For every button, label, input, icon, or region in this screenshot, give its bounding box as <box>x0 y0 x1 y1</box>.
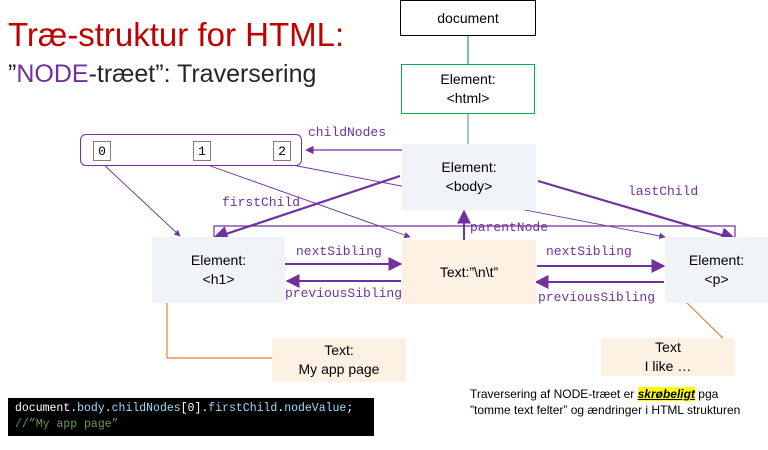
label-nextsibling-right: nextSibling <box>546 244 632 259</box>
h1-text-connector <box>166 303 272 359</box>
code-firstchild: firstChild <box>208 402 278 415</box>
code-document: document <box>15 402 71 415</box>
h1-text-type-label: Text: <box>324 342 354 359</box>
traversal-note: Traversering af NODE-træet er skrøbeligt… <box>470 386 760 418</box>
note-highlight: skrøbeligt <box>637 387 695 401</box>
code-body: body <box>77 402 105 415</box>
p-tag-label: <p> <box>704 271 729 287</box>
subtitle-quote: ” <box>8 60 17 88</box>
p-element-node: Element: <p> <box>665 237 768 303</box>
label-parentnode: parentNode <box>470 220 549 235</box>
subtitle-rest: -træet”: Traversering <box>88 60 317 88</box>
index1-arrow <box>201 162 411 239</box>
code-comment: //”My app page” <box>15 418 119 431</box>
slide-subtitle: ”NODE-træet”: Traversering <box>8 60 316 89</box>
childnodes-array <box>80 134 302 166</box>
note-before: Traversering af NODE-træet er <box>470 387 638 401</box>
code-snippet: document.body.childNodes[0].firstChild.n… <box>8 398 374 436</box>
index0-arrow <box>101 162 181 237</box>
body-tag-label: <body> <box>445 178 493 194</box>
html-element-node: Element: <html> <box>401 64 535 114</box>
sibling-bracket <box>213 225 736 237</box>
document-node: document <box>400 0 536 36</box>
h1-text-node: Text: My app page <box>272 338 406 382</box>
childnodes-index-2: 2 <box>273 141 291 161</box>
body-type-label: Element: <box>441 159 497 176</box>
label-lastchild: lastChild <box>628 184 699 199</box>
childnodes-index-1: 1 <box>193 141 211 161</box>
html-type-label: Element: <box>440 71 496 88</box>
code-index: [0] <box>180 402 202 415</box>
label-previoussibling-right: previousSibling <box>538 290 656 305</box>
h1-type-label: Element: <box>190 252 247 269</box>
code-childnodes: childNodes <box>111 402 181 415</box>
label-previoussibling-left: previousSibling <box>285 286 403 301</box>
code-dot-4: . <box>277 402 285 415</box>
code-dot-3: . <box>201 402 209 415</box>
h1-text-value-label: My app page <box>298 361 380 377</box>
label-childnodes: childNodes <box>308 125 387 140</box>
code-dot-1: . <box>70 402 78 415</box>
code-semicolon: ; <box>346 402 354 415</box>
html-tag-label: <html> <box>446 90 490 106</box>
whitespace-text-node: Text:”\n\t” <box>402 240 536 304</box>
code-line-1: document.body.childNodes[0].firstChild.n… <box>15 401 367 417</box>
slide-title: Træ-struktur for HTML: <box>8 16 345 53</box>
lastchild-arrow <box>537 179 737 243</box>
p-text-type-label: Text <box>655 339 681 356</box>
firstchild-arrow <box>212 174 401 241</box>
code-nodevalue: nodeValue <box>284 402 347 415</box>
note-after: pga ”tomme text felter” og ændringer i H… <box>470 387 741 417</box>
p-text-node: Text I like … <box>601 338 735 376</box>
h1-element-node: Element: <h1> <box>152 237 285 303</box>
p-type-label: Element: <box>688 252 745 269</box>
h1-tag-label: <h1> <box>202 271 235 287</box>
childnodes-index-0: 0 <box>93 141 111 161</box>
whitespace-text-label: Text:”\n\t” <box>439 263 499 280</box>
code-dot-2: . <box>104 402 112 415</box>
subtitle-node-word: NODE <box>16 60 89 88</box>
p-text-value-label: I like … <box>644 358 692 374</box>
label-nextsibling-left: nextSibling <box>296 244 382 259</box>
label-firstchild: firstChild <box>222 195 301 210</box>
body-element-node: Element: <body> <box>402 144 536 210</box>
document-label: document <box>437 9 499 26</box>
